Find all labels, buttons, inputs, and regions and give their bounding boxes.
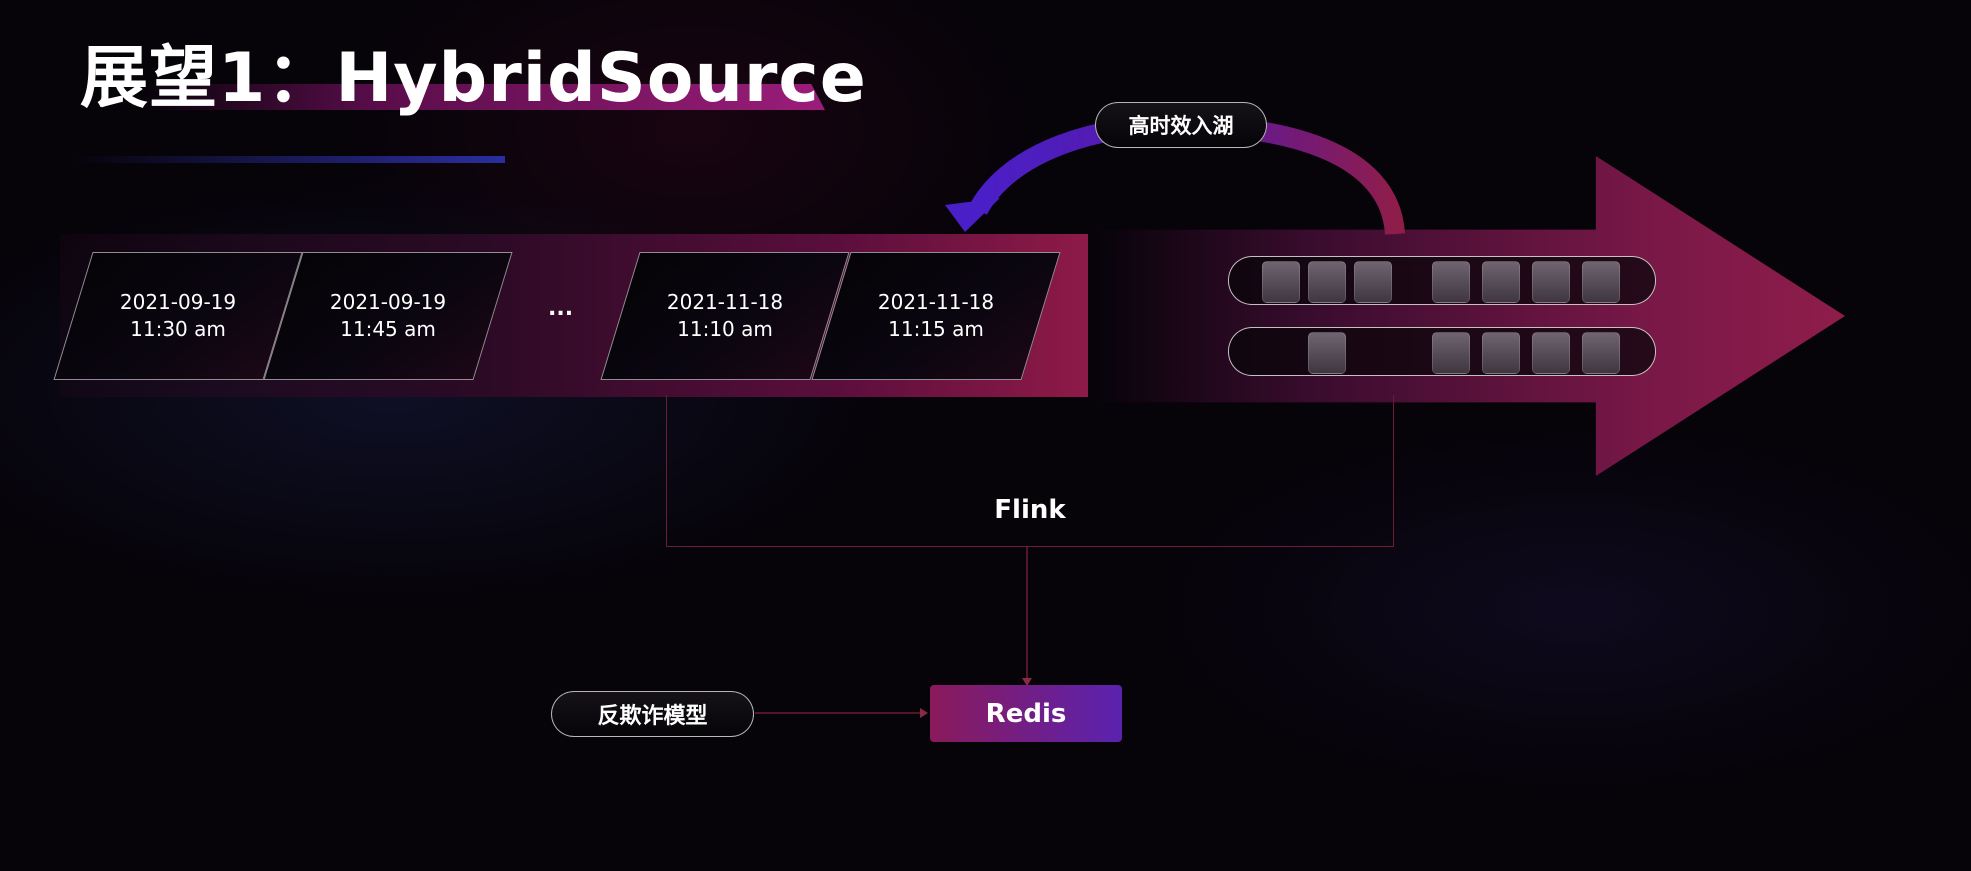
- queue-cell: [1482, 261, 1520, 303]
- partition-date: 2021-09-19: [329, 290, 447, 314]
- curved-arrow-head: [945, 198, 1000, 232]
- flink-label: Flink: [994, 495, 1066, 525]
- queue-cell: [1532, 261, 1570, 303]
- partition-date: 2021-11-18: [666, 290, 784, 314]
- redis-box: Redis: [930, 685, 1122, 742]
- title-underline-bar: [140, 84, 825, 110]
- queue-cell: [1582, 332, 1620, 374]
- partition-date: 2021-11-18: [877, 290, 995, 314]
- decorative-blue-line: [70, 156, 505, 163]
- queue-cell: [1308, 332, 1346, 374]
- model-to-redis-arrowhead: [920, 708, 928, 718]
- queue-track: [1228, 256, 1656, 305]
- flink-box: Flink: [666, 395, 1394, 547]
- lake-label-pill: 高时效入湖: [1095, 102, 1267, 148]
- partition-time: 11:45 am: [340, 317, 436, 341]
- queue-cell: [1582, 261, 1620, 303]
- queue-cell: [1354, 261, 1392, 303]
- partition-ellipsis: ...: [548, 296, 574, 321]
- queue-cell: [1262, 261, 1300, 303]
- partition-date: 2021-09-19: [119, 290, 237, 314]
- queue-cell: [1432, 332, 1470, 374]
- partition-card: 2021-11-18 11:10 am: [620, 252, 830, 380]
- partition-card: 2021-11-18 11:15 am: [831, 252, 1041, 380]
- queue-cell: [1532, 332, 1570, 374]
- slide-title: 展望1：HybridSource: [80, 39, 867, 118]
- queue-cell: [1432, 261, 1470, 303]
- partition-time: 11:30 am: [130, 317, 226, 341]
- partition-time: 11:15 am: [888, 317, 984, 341]
- model-label-pill: 反欺诈模型: [551, 691, 754, 737]
- queue-track: [1228, 327, 1656, 376]
- partition-card: 2021-09-19 11:45 am: [283, 252, 493, 380]
- queue-cell: [1308, 261, 1346, 303]
- partition-card: 2021-09-19 11:30 am: [73, 252, 283, 380]
- flink-to-redis-arrowhead: [1022, 678, 1032, 686]
- partition-time: 11:10 am: [677, 317, 773, 341]
- queue-cell: [1482, 332, 1520, 374]
